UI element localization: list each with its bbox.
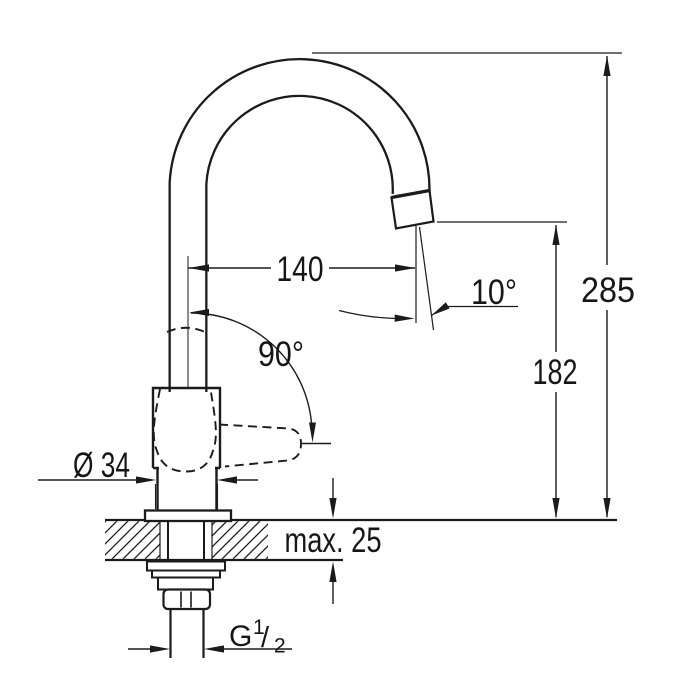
- arrow-left-icon: [204, 645, 224, 653]
- spout-aerator: [390, 188, 435, 230]
- arrow-left-icon: [188, 264, 209, 272]
- thread-denominator-label: 2: [274, 635, 286, 658]
- dim-spout-reach: 140: [187, 226, 417, 388]
- arrow-right-icon: [394, 314, 415, 322]
- mounting-deck: [105, 509, 617, 562]
- slant-line: [418, 226, 435, 331]
- arrow-up-icon: [552, 224, 560, 245]
- dim-90deg-label: 90°: [258, 335, 304, 374]
- dim-10deg-label: 10°: [471, 273, 517, 312]
- dim-body-diameter: Ø 34: [38, 446, 258, 509]
- faucet-body: [151, 386, 222, 511]
- dim-max25-label: max. 25: [285, 521, 382, 560]
- dim-max-thickness: max. 25: [285, 478, 382, 604]
- dim-spout-angle: 10°: [338, 226, 518, 331]
- thread-slash: /: [261, 622, 270, 654]
- arrow-left-icon: [431, 302, 450, 316]
- washer-small: [151, 569, 221, 579]
- dim-thread: G 1 / 2: [128, 616, 292, 658]
- threaded-shank: [167, 521, 205, 561]
- arrow-down-icon: [552, 498, 560, 519]
- hex-nut: [162, 588, 212, 611]
- handle-open-dashed: [218, 423, 331, 468]
- arrow-left-icon: [217, 476, 237, 484]
- dim-182-label: 182: [533, 353, 578, 392]
- arrow-right-icon: [150, 645, 170, 653]
- fixing-set: [146, 560, 226, 658]
- deck-hatch-right: [212, 521, 268, 559]
- arrow-down-icon: [329, 498, 337, 519]
- arrow-down-icon: [309, 422, 316, 443]
- arrow-up-icon: [603, 55, 611, 76]
- arrow-left-icon: [189, 309, 209, 316]
- arrow-up-icon: [329, 561, 337, 582]
- arrow-down-icon: [603, 498, 611, 519]
- handle-closed-dashed: [152, 326, 217, 473]
- deck-hole-edges: [159, 521, 213, 559]
- threaded-tailpipe: [169, 609, 205, 658]
- dim-diameter-label: Ø 34: [73, 446, 130, 485]
- thread-g-label: G: [229, 620, 252, 653]
- dim-140-label: 140: [277, 250, 324, 289]
- dim-285-label: 285: [581, 271, 635, 310]
- arrow-right-icon: [136, 476, 156, 484]
- base-flange: [143, 509, 233, 523]
- arrow-right-icon: [395, 264, 416, 272]
- dim-outlet-height: 182: [437, 221, 578, 519]
- dim-overall-height: 285: [312, 52, 635, 519]
- spout-outline: [168, 58, 431, 392]
- washer-large: [146, 560, 226, 572]
- thread-numerator-label: 1: [253, 616, 265, 639]
- deck-hatch-left: [105, 521, 160, 559]
- spacer-block: [157, 576, 214, 591]
- dim-handle-swing: 90°: [189, 309, 316, 443]
- swing-arc: [190, 312, 313, 435]
